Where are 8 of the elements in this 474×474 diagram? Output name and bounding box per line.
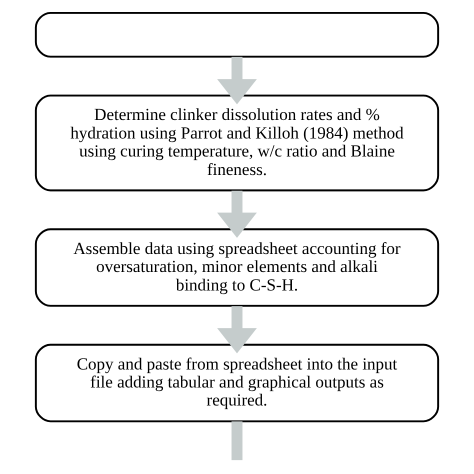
arrow [217, 306, 257, 354]
arrow [217, 190, 257, 238]
node-box: Determine clinker dissolution rates and % hydration using Parrot and Killoh (1984) method using curing temperature, w/c ratio and Blaine fineness. [34, 94, 440, 192]
node-box: Assemble data using spreadsheet accounting for oversaturation, minor elements and alkali binding to C-S-H. [34, 228, 440, 307]
connector [232, 421, 242, 460]
node-box [34, 12, 440, 58]
arrow [217, 56, 257, 104]
node-box: Copy and paste from spreadsheet into the input file adding tabular and graphical outputs as required. [34, 344, 440, 422]
